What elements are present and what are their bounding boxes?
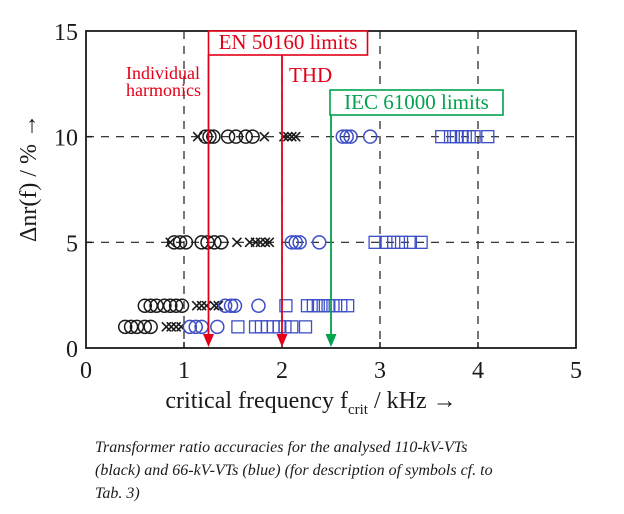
svg-text:5: 5 (570, 358, 582, 384)
y-tick-labels: 0 5 10 15 (54, 20, 78, 363)
svg-text:15: 15 (54, 20, 78, 46)
svg-text:3: 3 (374, 358, 386, 384)
svg-text:IEC 61000 limits: IEC 61000 limits (344, 90, 489, 114)
caption-line-3: Tab. 3) (95, 485, 140, 502)
series-circle-blue (182, 129, 378, 335)
iec61000-arrow (325, 115, 337, 347)
en50160-individual-harmonics-arrow (203, 55, 214, 347)
iec61000-limits-box: IEC 61000 limits (329, 89, 504, 116)
svg-text:THD: THD (289, 63, 332, 87)
caption-line-1: Transformer ratio accuracies for the ana… (95, 439, 468, 456)
series-circle-black (117, 129, 260, 335)
figure-caption: Transformer ratio accuracies for the ana… (95, 436, 585, 505)
x-tick-labels: 0 1 2 3 4 5 (80, 358, 582, 384)
svg-text:1: 1 (178, 358, 190, 384)
svg-text:2: 2 (276, 358, 288, 384)
svg-text:0: 0 (80, 358, 92, 384)
caption-line-2: (black) and 66-kV-VTs (blue) (for descri… (95, 462, 493, 479)
svg-text:Individual: Individual (126, 63, 200, 83)
y-axis-label: Δnr(f) / % → (16, 113, 42, 243)
svg-text:harmonics: harmonics (126, 80, 201, 100)
svg-text:5: 5 (66, 231, 78, 257)
x-axis-label-pre: critical frequency f (165, 388, 348, 414)
series-square-blue (231, 130, 495, 334)
svg-text:0: 0 (66, 337, 78, 363)
thd-label: THD (289, 63, 332, 87)
svg-text:EN 50160 limits: EN 50160 limits (219, 30, 358, 54)
x-axis-label-post: / kHz → (367, 388, 457, 414)
en50160-limits-box: EN 50160 limits (207, 30, 369, 56)
series-x-black (161, 131, 301, 332)
en50160-thd-arrow (276, 55, 288, 347)
x-axis-label-sub: crit (347, 401, 368, 418)
x-axis-label: critical frequency fcrit / kHz → (86, 388, 536, 418)
svg-text:10: 10 (54, 126, 78, 152)
svg-text:4: 4 (472, 358, 484, 384)
